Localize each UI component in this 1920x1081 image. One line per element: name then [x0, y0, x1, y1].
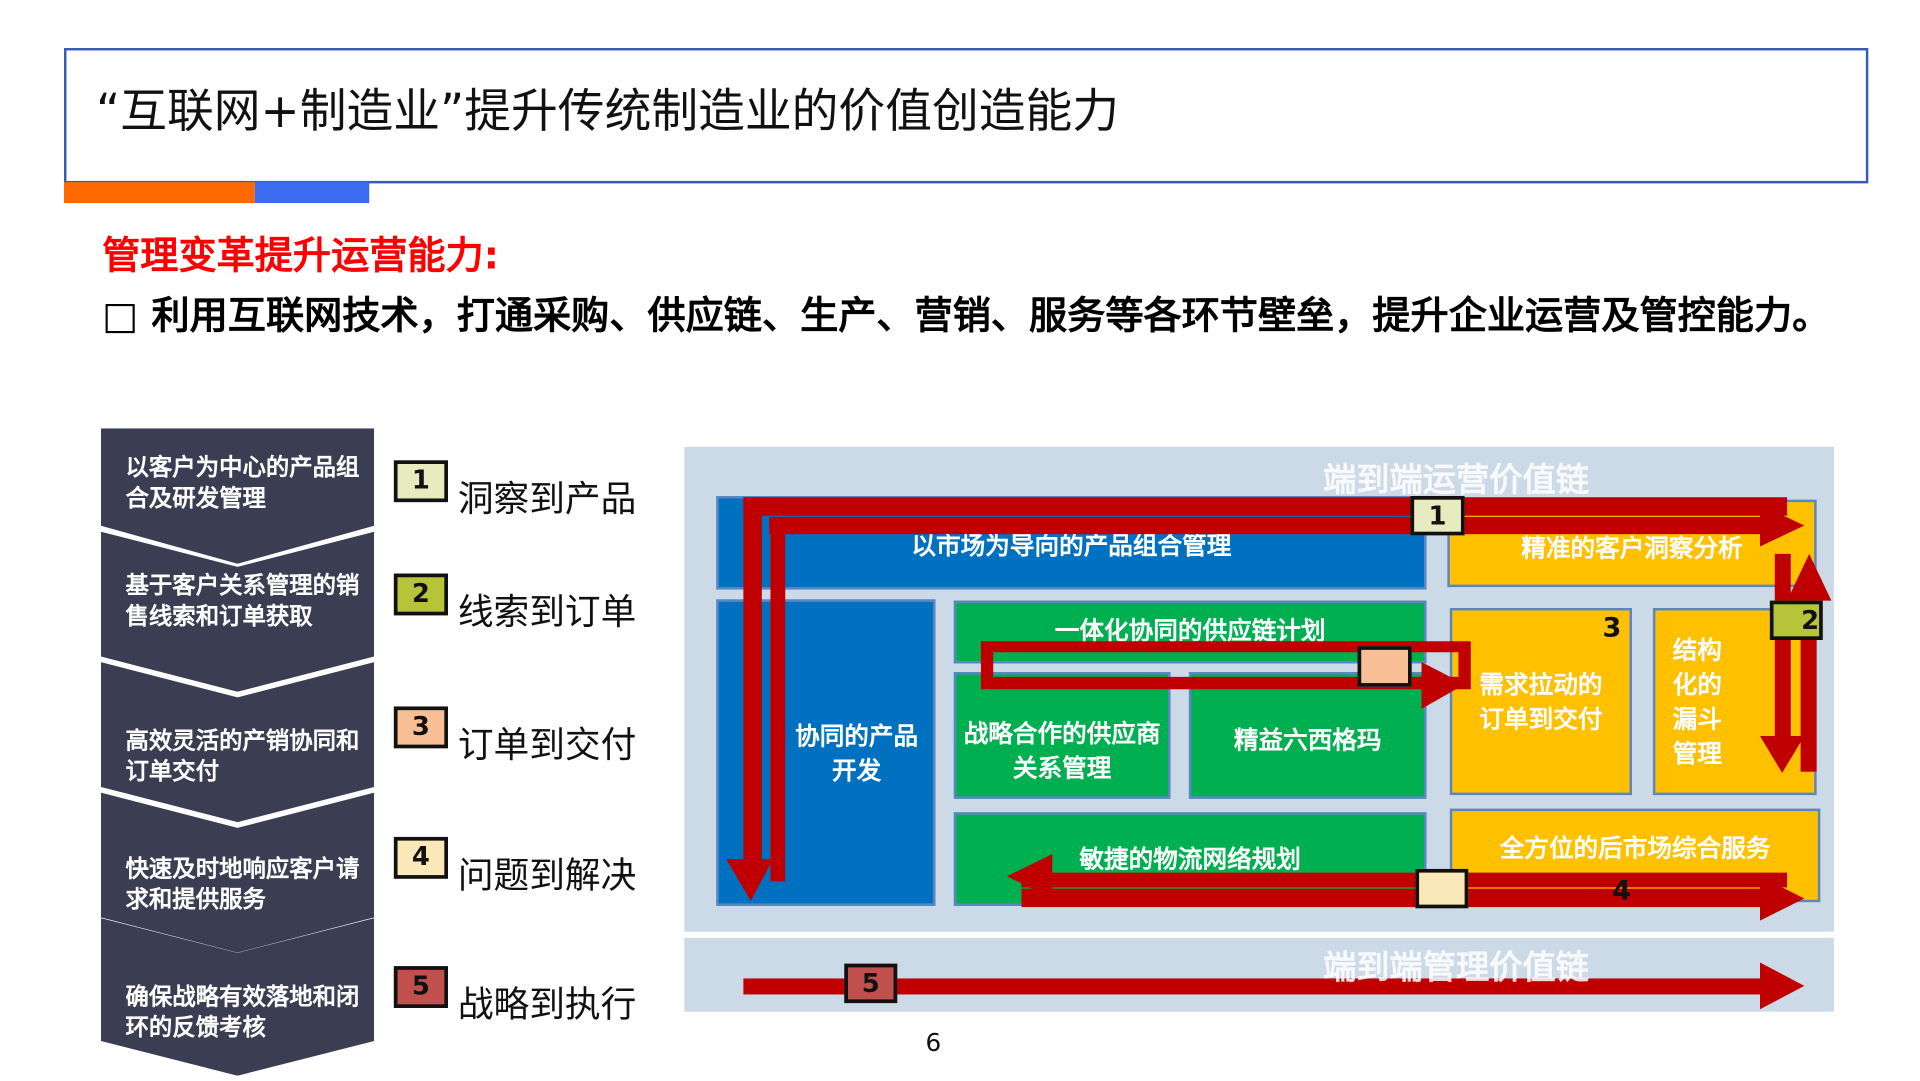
chevron-label: 基于客户关系管理的销售线索和订单获取 [125, 572, 360, 631]
arrow-1-down-inner [770, 516, 786, 882]
arrow-5-head [1760, 962, 1805, 1010]
arrow-4-left [1021, 872, 1788, 888]
diagram-badge-1: 1 [1410, 496, 1465, 536]
arrow-4-right [1021, 888, 1773, 908]
slide-title: “互联网+制造业”提升传统制造业的价值创造能力 [96, 83, 1120, 138]
diagram-badge-2: 2 [1769, 600, 1823, 641]
diagram-number-4: 4 [1612, 876, 1632, 908]
diagram-badge-5: 5 [844, 963, 898, 1004]
accent-bar-blue [254, 182, 370, 204]
section-heading: 管理变革提升运营能力: [102, 233, 499, 279]
accent-bar-orange [64, 182, 255, 204]
chevron-item: 快速及时地响应客户请求和提供服务 [100, 792, 375, 953]
arrow-4-left-head [1006, 854, 1053, 899]
step-badge-4: 4 [393, 836, 449, 879]
step-badge-5: 5 [393, 966, 449, 1009]
diagram-marker-4 [1415, 868, 1469, 909]
arrow-2-up [1800, 596, 1817, 772]
step-label: 问题到解决 [457, 854, 637, 897]
arrow-2-up-head [1787, 553, 1832, 601]
diagram-number-3: 3 [1602, 612, 1622, 644]
arrow-3-head [1421, 662, 1465, 709]
step-label: 订单到交付 [457, 723, 637, 766]
step-label: 线索到订单 [457, 590, 637, 633]
arrow-1-down-head [726, 859, 773, 901]
step-badge-1: 1 [393, 460, 449, 503]
arrow-5 [743, 978, 1765, 995]
ops-chain-label: 端到端运营价值链 [1323, 461, 1589, 500]
arrow-1-inner [769, 516, 1764, 535]
arrow-1-down-outer [743, 497, 762, 867]
mgmt-chain-label: 端到端管理价值链 [1323, 948, 1589, 988]
arrow-1-head [1760, 504, 1805, 547]
chevron-label: 确保战略有效落地和闭环的反馈考核 [125, 983, 360, 1042]
arrow-1-outer [743, 497, 1788, 516]
arrow-2-down-head [1760, 736, 1805, 773]
block-demand-pull: 需求拉动的订单到交付 [1449, 608, 1633, 796]
page-number: 6 [925, 1027, 942, 1058]
title-box: “互联网+制造业”提升传统制造业的价值创造能力 [64, 48, 1869, 184]
step-badge-3: 3 [393, 706, 449, 749]
block-supplier-rel: 战略合作的供应商关系管理 [953, 672, 1171, 799]
diagram-marker-3 [1357, 646, 1412, 687]
bullet-text: □ 利用互联网技术，打通采购、供应链、生产、营销、服务等各环节壁垒，提升企业运营… [102, 294, 1831, 339]
arrow-3-loop [980, 641, 1471, 690]
chevron-item: 基于客户关系管理的销售线索和订单获取 [100, 531, 375, 692]
step-label: 战略到执行 [457, 983, 637, 1026]
step-label: 洞察到产品 [457, 477, 637, 520]
block-lean-six-sigma: 精益六西格玛 [1188, 672, 1427, 799]
arrow-2-down [1774, 553, 1791, 739]
arrow-4-right-head [1760, 876, 1805, 921]
chevron-label: 高效灵活的产销协同和订单交付 [125, 727, 360, 786]
step-badge-2: 2 [393, 573, 449, 616]
chevron-label: 以客户为中心的产品组合及研发管理 [125, 454, 360, 513]
block-supply-plan: 一体化协同的供应链计划 [953, 600, 1427, 664]
chevron-label: 快速及时地响应客户请求和提供服务 [125, 855, 360, 914]
